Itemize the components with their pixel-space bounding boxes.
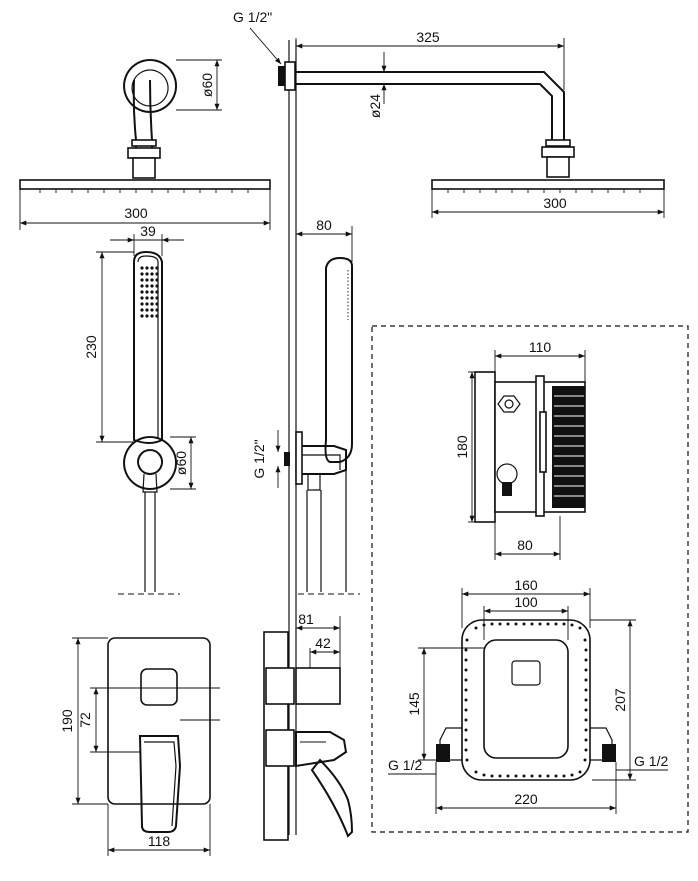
plate-width-label: 118 <box>148 833 171 849</box>
inlet-right-label: G 1/2 <box>634 753 668 769</box>
wall-line <box>288 40 297 835</box>
plate-height-label: 190 <box>59 709 75 733</box>
overhead-shower-side-view: G 1/2" 325 <box>233 9 665 218</box>
concealed-box-front-view: 160 100 145 207 G 1/2 G 1/2 220 <box>388 577 668 814</box>
spray-dots <box>140 266 159 318</box>
nozzles-row <box>39 189 249 193</box>
concealed-box-side-view: 110 180 80 <box>454 339 586 560</box>
frame-width-label: 160 <box>514 577 538 593</box>
knob-projection-label: 42 <box>315 635 331 651</box>
overhead-shower-front-view: 300 ø60 <box>19 59 271 230</box>
thread-side-label: G 1/2" <box>251 439 267 478</box>
frame-total-width-label: 220 <box>514 791 538 807</box>
frame-inner-width-label: 100 <box>514 594 538 610</box>
arm-diameter-label: ø24 <box>367 94 383 118</box>
hand-length-label: 230 <box>83 335 99 359</box>
hand-shower-side-view: 80 G 1/2" <box>251 217 360 595</box>
frame-height-label: 207 <box>612 688 628 712</box>
frame-dots <box>464 622 588 778</box>
head-width-right-label: 300 <box>543 195 567 211</box>
hand-shower-front-view: 39 230 ø60 <box>83 223 196 595</box>
box-depth-label: 80 <box>517 537 533 553</box>
plate-spacing-label: 72 <box>77 712 93 728</box>
hand-width-label: 39 <box>140 223 156 239</box>
mixer-plate-front-view: 190 72 118 <box>59 637 220 856</box>
arm-length-label: 325 <box>416 29 440 45</box>
thread-top-label: G 1/2" <box>233 9 272 25</box>
mixer-side-view: 81 42 <box>263 611 354 841</box>
head-width-left-label: 300 <box>124 205 148 221</box>
wall-flange-diameter-label: ø60 <box>199 73 215 97</box>
inlet-left-label: G 1/2 <box>388 757 422 773</box>
concealed-body-frame <box>371 325 689 833</box>
box-height-label: 180 <box>454 435 470 459</box>
holder-diameter-label: ø60 <box>173 451 189 475</box>
side-nozzles-row <box>447 189 641 193</box>
lever-projection-label: 81 <box>298 611 314 627</box>
box-ribs <box>554 395 584 497</box>
holder-projection-label: 80 <box>316 217 332 233</box>
box-width-label: 110 <box>529 339 552 355</box>
frame-inner-height-label: 145 <box>406 692 422 716</box>
